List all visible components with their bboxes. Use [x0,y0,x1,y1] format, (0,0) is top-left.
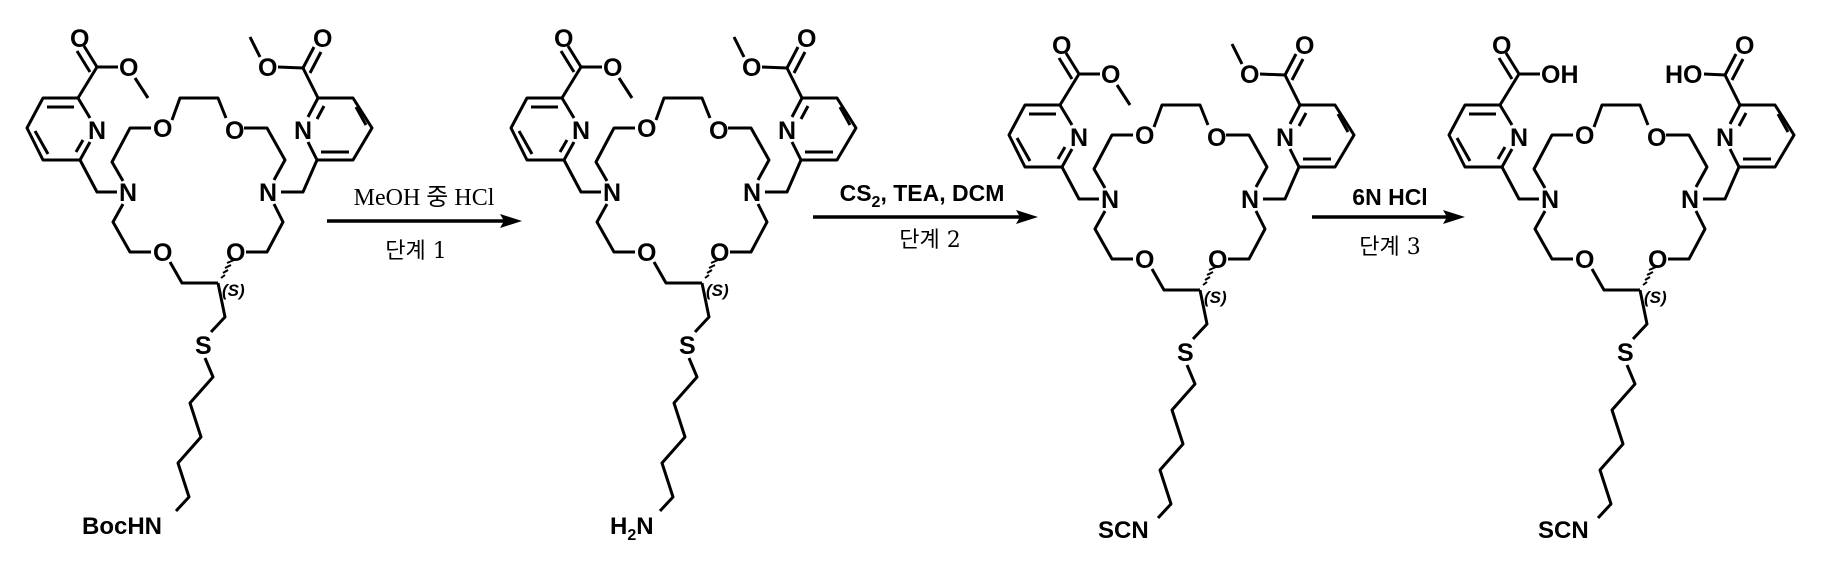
amine-n-left: N [119,179,137,207]
carbonyl-o-right: O [313,25,332,53]
carbonyl-o-left: O [554,25,573,53]
pyridine-n-left: N [1510,124,1528,152]
thioether-s: S [1177,339,1194,367]
amine-n-left: N [603,179,621,207]
pyridine-n-right: N [1716,124,1734,152]
stereo-label: (S) [706,281,729,300]
ether-o-4: O [226,239,245,267]
carbonyl-o-left: O [1492,32,1511,60]
reaction-step-2: CS2, TEA, DCM 단계 2 [813,180,1038,253]
carbonyl-o-right: O [1735,32,1754,60]
ether-o-1: O [1135,122,1154,150]
pyridine-n-left: N [572,117,590,145]
thioether-s: S [679,332,696,360]
ether-o-1: O [1575,122,1594,150]
reaction-step-1: MeOH 중 HCl 단계 1 [327,185,522,264]
ether-o-4: O [710,239,729,267]
amine-n-right: N [743,179,761,207]
step-label: 단계 3 [1359,235,1420,260]
step-label: 단계 2 [899,228,960,253]
terminal-group: SCN [1098,517,1149,544]
pyridine-n-right: N [294,117,312,145]
ester-o-right: O [742,54,761,82]
ether-o-3: O [1575,246,1594,274]
reagent-label: CS2, TEA, DCM [840,180,1005,211]
reagent-label: MeOH 중 HCl [354,185,495,211]
terminal-group: SCN [1538,517,1589,544]
carbonyl-o-right: O [1295,32,1314,60]
pyridine-n-right: N [1276,124,1294,152]
ether-o-4: O [1648,246,1667,274]
ether-o-1: O [153,115,172,143]
ester-o-left: O [603,54,622,82]
terminal-group: H2N [610,513,654,544]
ether-o-1: O [637,115,656,143]
ether-o-4: O [1208,246,1227,274]
arrowhead-icon [1016,210,1038,224]
terminal-group: BocHN [82,513,162,540]
carboxylic-acid-right: HO [1665,61,1703,89]
amine-n-left: N [1541,186,1559,214]
ether-o-2: O [1647,124,1666,152]
compound-4: O OH O HO N N N N O O O O (S) S SCN [1447,32,1796,544]
amine-n-right: N [259,179,277,207]
ether-o-2: O [225,117,244,145]
stereo-label: (S) [1644,288,1667,307]
reaction-step-3: 6N HCl 단계 3 [1312,184,1465,260]
compound-1: O O O O N N N N O O O O (S) S BocHN [25,25,374,540]
pyridine-n-right: N [778,117,796,145]
compound-2: O O O O N N N N O O O O (S) S H2N [509,25,858,544]
ester-o-left: O [1101,61,1120,89]
ester-o-right: O [1240,61,1259,89]
amine-n-right: N [1681,186,1699,214]
stereo-label: (S) [222,281,245,300]
thioether-s: S [195,332,212,360]
carbonyl-o-left: O [1052,32,1071,60]
ester-o-right: O [258,54,277,82]
ether-o-3: O [153,239,172,267]
pyridine-n-left: N [1070,124,1088,152]
step-label: 단계 1 [385,239,446,264]
carboxylic-acid-left: OH [1541,61,1579,89]
amine-n-left: N [1101,186,1119,214]
ether-o-3: O [637,239,656,267]
amine-n-right: N [1241,186,1259,214]
arrowhead-icon [500,214,522,228]
carbonyl-o-left: O [70,25,89,53]
ether-o-3: O [1135,246,1154,274]
ether-o-2: O [1207,124,1226,152]
ether-o-2: O [709,117,728,145]
pyridine-n-left: N [88,117,106,145]
carbonyl-o-right: O [797,25,816,53]
reagent-label: 6N HCl [1352,184,1427,210]
ester-o-left: O [119,54,138,82]
stereo-label: (S) [1204,288,1227,307]
compound-3: O O O O N N N N O O O O (S) S SCN [1007,32,1356,544]
arrowhead-icon [1443,210,1465,224]
thioether-s: S [1617,339,1634,367]
